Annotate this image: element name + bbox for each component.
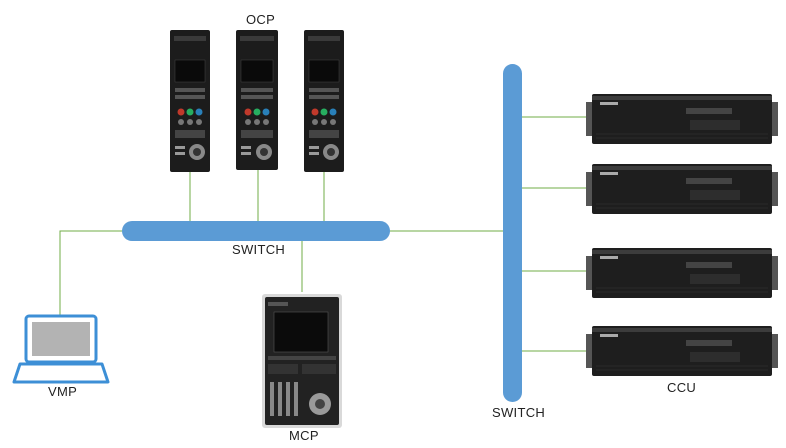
ccu-unit (586, 248, 778, 298)
ocp-panel (236, 30, 278, 170)
ocp-label: OCP (246, 12, 276, 27)
switch-vertical-label: SWITCH (492, 405, 546, 420)
laptop-icon (12, 314, 110, 384)
switch-vertical-bar (503, 64, 522, 402)
switch-horizontal-bar (122, 221, 390, 241)
ccu-unit (586, 94, 778, 144)
ccu-unit (586, 164, 778, 214)
vmp-label: VMP (48, 384, 78, 399)
mcp-panel (262, 294, 342, 428)
ccu-label: CCU (667, 380, 697, 395)
mcp-label: MCP (289, 428, 319, 443)
ocp-panel (304, 30, 344, 172)
connection-lines (59, 116, 588, 352)
ocp-panel (170, 30, 210, 172)
ccu-unit (586, 326, 778, 376)
link-vmp-switch (59, 230, 124, 316)
switch-horizontal-label: SWITCH (232, 242, 286, 257)
